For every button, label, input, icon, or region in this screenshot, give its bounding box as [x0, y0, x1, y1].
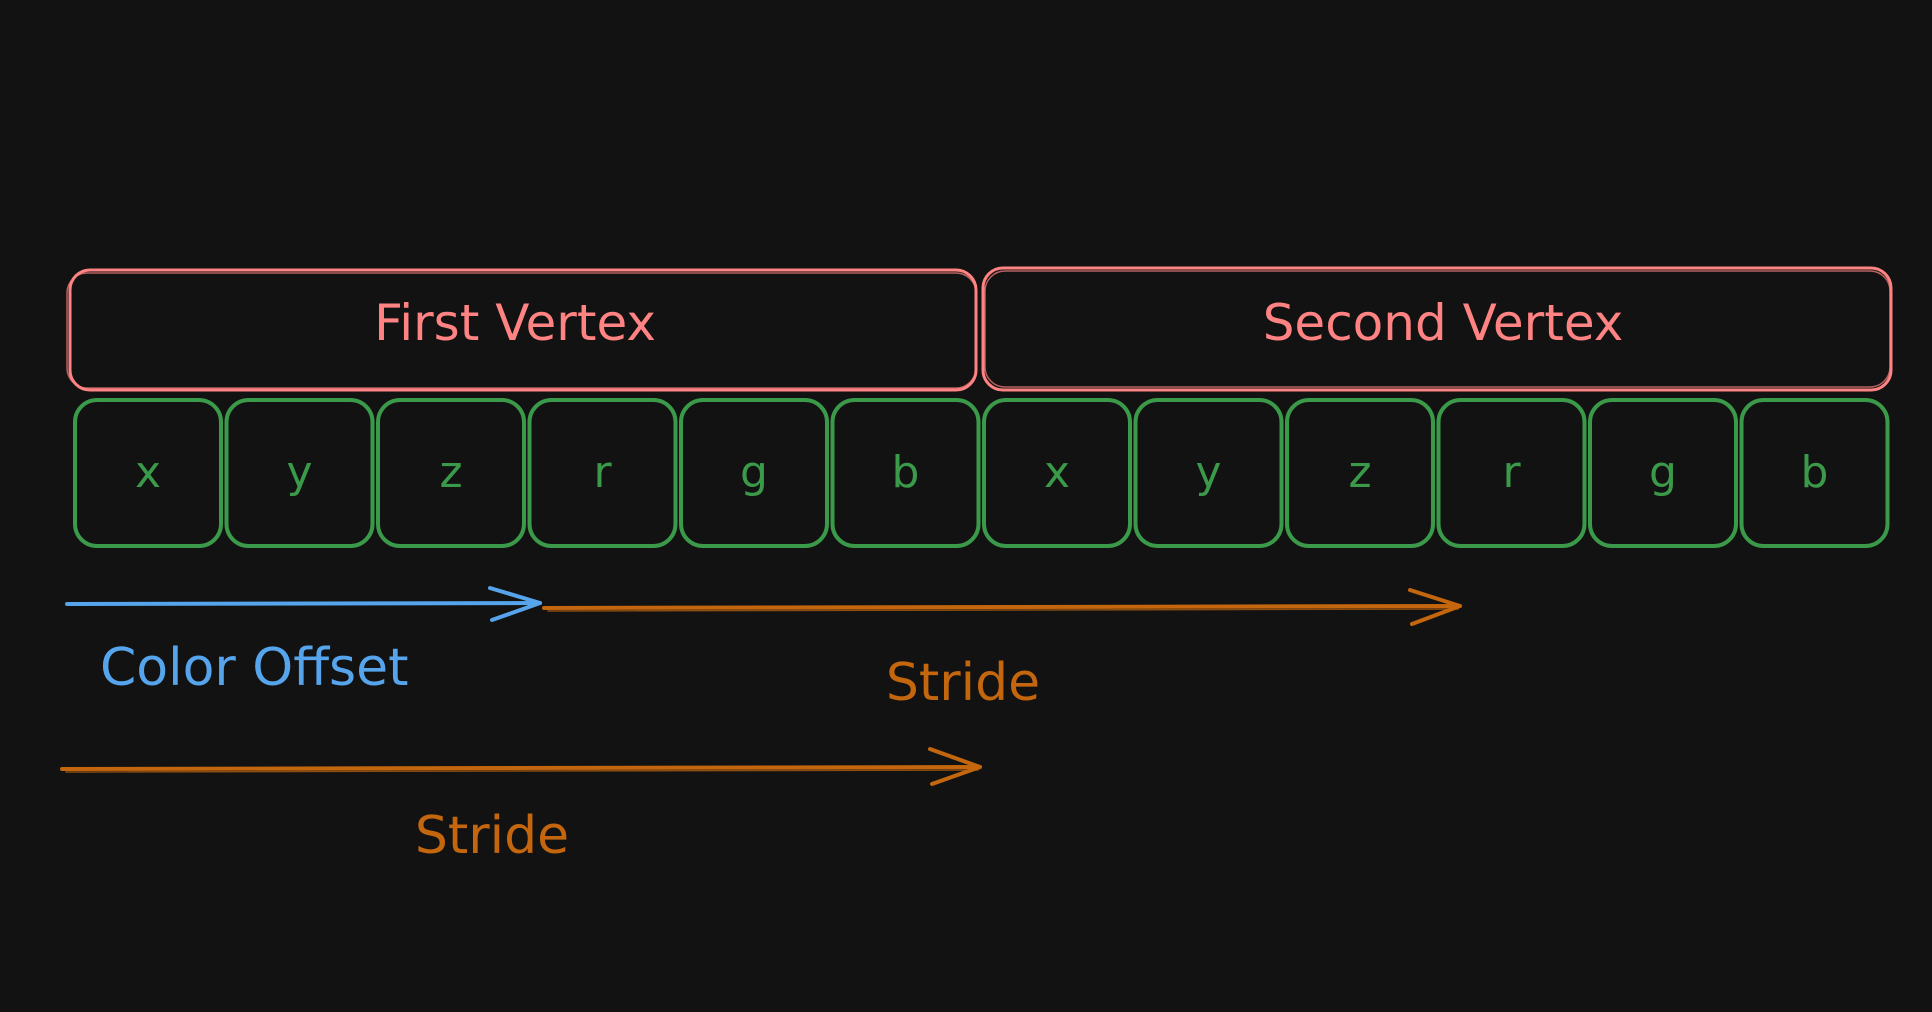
component-cell-label: r — [1502, 447, 1521, 498]
component-cell-r: r — [527, 398, 678, 548]
component-cell-label: b — [892, 447, 920, 498]
stride-lower-arrow-sketch-stroke — [65, 769, 979, 773]
color-offset-arrowhead — [488, 586, 542, 622]
component-cell-label: g — [740, 447, 768, 498]
second-vertex-box — [981, 266, 1893, 392]
component-cell-z: z — [376, 398, 526, 548]
component-cell-box — [376, 398, 526, 548]
component-cell-z: z — [1285, 398, 1435, 548]
stride-upper-label: Stride — [886, 653, 1040, 713]
stride-upper-arrowhead — [1408, 588, 1462, 626]
component-cell-y: y — [1133, 398, 1284, 548]
component-cell-label: z — [439, 447, 462, 498]
component-cell-g: g — [679, 398, 829, 548]
component-cell-box — [982, 398, 1132, 548]
stride-lower-arrow-shaft — [60, 765, 982, 771]
component-cell-box — [1588, 398, 1738, 548]
component-cell-x: x — [73, 398, 223, 548]
component-cell-label: y — [1195, 447, 1221, 498]
vertex-group-first: First Vertex — [66, 268, 978, 392]
component-cell-box — [830, 398, 981, 548]
component-cell-box — [1739, 398, 1890, 548]
component-cell-label: b — [1801, 447, 1829, 498]
component-cell-box — [224, 398, 375, 548]
component-cell-box — [1285, 398, 1435, 548]
first-vertex-label: First Vertex — [374, 294, 656, 352]
component-cell-label: r — [593, 447, 612, 498]
component-cell-box — [527, 398, 678, 548]
first-vertex-box-sketch-stroke — [66, 272, 977, 389]
component-cell-b: b — [1739, 398, 1890, 548]
component-cell-b: b — [830, 398, 981, 548]
second-vertex-box-sketch-stroke — [984, 270, 1891, 388]
component-cell-label: x — [1044, 447, 1070, 498]
component-cell-r: r — [1436, 398, 1587, 548]
second-vertex-label: Second Vertex — [1263, 294, 1624, 352]
stride-lower-arrowhead — [928, 747, 982, 786]
component-cell-box — [1436, 398, 1587, 548]
color-offset-label: Color Offset — [100, 638, 409, 698]
component-cell-label: z — [1348, 447, 1371, 498]
component-cell-label: y — [286, 447, 312, 498]
component-cell-box — [73, 398, 223, 548]
vertex-groups: First Vertex Second Vertex — [66, 266, 1893, 392]
component-cell-x: x — [982, 398, 1132, 548]
component-cell-g: g — [1588, 398, 1738, 548]
stride-arrow-lower: Stride — [60, 747, 982, 866]
vertex-group-second: Second Vertex — [981, 266, 1893, 392]
stride-lower-label: Stride — [415, 806, 569, 866]
color-offset-arrow-shaft — [65, 601, 542, 606]
component-cell-box — [679, 398, 829, 548]
stride-upper-arrow-shaft — [542, 604, 1462, 610]
component-cell-box — [1133, 398, 1284, 548]
component-cell-y: y — [224, 398, 375, 548]
color-offset-arrow: Color Offset — [65, 586, 542, 698]
component-cell-label: g — [1649, 447, 1677, 498]
stride-upper-arrow-sketch-stroke — [547, 608, 1459, 612]
stride-arrow-upper: Stride — [542, 588, 1462, 713]
component-cell-label: x — [135, 447, 161, 498]
